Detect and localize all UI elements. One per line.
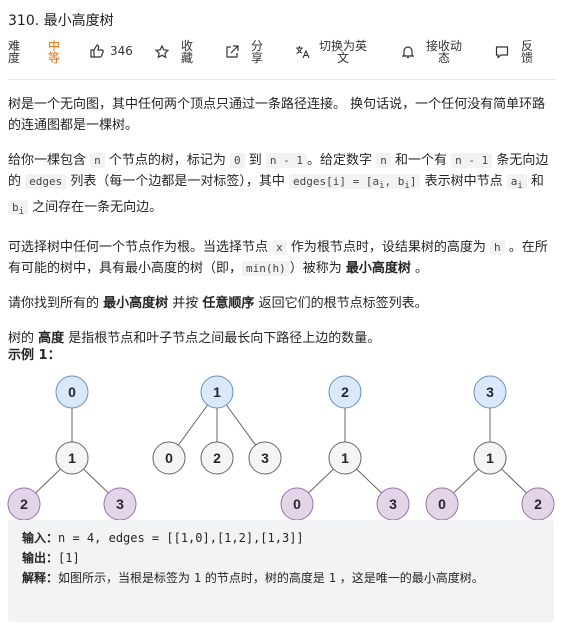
feedback-button[interactable]: 反馈: [495, 40, 533, 64]
svg-text:2: 2: [341, 384, 349, 400]
svg-text:1: 1: [486, 450, 494, 466]
tree3-root-node: 2: [328, 375, 362, 409]
like-button[interactable]: 346: [90, 44, 133, 58]
svg-text:3: 3: [261, 450, 269, 466]
tree2-leaf-node: 3: [248, 441, 282, 475]
switch-language-button[interactable]: 切换为英文: [295, 40, 367, 64]
svg-text:1: 1: [68, 450, 76, 466]
thumbs-up-icon: [90, 44, 104, 58]
description-p1: 树是一个无向图，其中任何两个顶点只通过一条路径连接。 换句话说，一个任何没有简单…: [8, 97, 546, 133]
svg-text:1: 1: [213, 384, 221, 400]
svg-text:0: 0: [293, 496, 301, 512]
svg-text:0: 0: [438, 496, 446, 512]
example-code-block: 输入：n = 4, edges = [[1,0],[1,2],[1,3]] 输出…: [8, 520, 554, 622]
svg-text:1: 1: [341, 450, 349, 466]
tree2-leaf-node: 0: [152, 441, 186, 475]
svg-text:0: 0: [68, 384, 76, 400]
problem-description: 树是一个无向图，其中任何两个顶点只通过一条路径连接。 换句话说，一个任何没有简单…: [8, 94, 558, 363]
example-tree-diagrams: 0 1 2 3 1 0 2 3 2 1 0 3 3 1 0 2: [7, 375, 555, 521]
tree3-leaf-node: 0: [280, 487, 314, 521]
example-output-line: 输出：[1]: [22, 551, 80, 565]
example-input-line: 输入：n = 4, edges = [[1,0],[1,2],[1,3]]: [22, 531, 304, 545]
feedback-label: 反馈: [521, 39, 534, 65]
tree4-leaf-node: 0: [425, 487, 459, 521]
svg-text:2: 2: [534, 496, 542, 512]
share-button[interactable]: 分享: [225, 40, 263, 64]
svg-text:0: 0: [165, 450, 173, 466]
tree3-mid-node: 1: [328, 441, 362, 475]
feedback-icon: [495, 45, 509, 59]
notifications-label: 接收动态: [426, 39, 463, 65]
favorite-label: 收藏: [181, 39, 194, 65]
svg-text:2: 2: [20, 496, 28, 512]
tree4-mid-node: 1: [473, 441, 507, 475]
tree4-root-node: 3: [473, 375, 507, 409]
svg-text:3: 3: [389, 496, 397, 512]
switch-language-label: 切换为英文: [319, 39, 368, 65]
problem-toolbar: 难度 中等 346 收藏 分享 切换为英文: [0, 36, 568, 70]
description-p2: 给你一棵包含 n 个节点的树，标记为 0 到 n - 1。给定数字 n 和一个有…: [8, 153, 549, 218]
tree1-leaf-node: 3: [103, 487, 137, 521]
tree1-root-node: 0: [55, 375, 89, 409]
example-title: 示例 1：: [8, 348, 61, 363]
example-explanation: 解释：如图所示，当根是标签为 1 的节点时，树的高度是 1 ，这是唯一的最小高度…: [22, 571, 484, 585]
description-p3: 可选择树中任何一个节点作为根。当选择节点 x 作为根节点时，设结果树的高度为 h…: [8, 240, 548, 277]
svg-text:2: 2: [213, 450, 221, 466]
like-count: 346: [110, 44, 133, 58]
tree1-mid-node: 1: [55, 441, 89, 475]
tree2-root-node: 1: [200, 375, 234, 409]
problem-title: 310. 最小高度树: [8, 13, 114, 29]
difficulty-value: 中等: [48, 39, 61, 65]
svg-text:3: 3: [486, 384, 494, 400]
description-p5: 树的 高度 是指根节点和叶子节点之间最长向下路径上边的数量。: [8, 331, 381, 347]
divider: [8, 79, 556, 80]
translate-icon: [295, 45, 311, 59]
favorite-button[interactable]: 收藏: [155, 40, 193, 64]
star-icon: [155, 45, 169, 59]
svg-text:3: 3: [116, 496, 124, 512]
notifications-button[interactable]: 接收动态: [402, 40, 462, 64]
description-p4: 请你找到所有的 最小高度树 并按 任意顺序 返回它们的根节点标签列表。: [8, 296, 428, 312]
tree3-leaf-node: 3: [376, 487, 410, 521]
tree1-leaf-node: 2: [7, 487, 41, 521]
tree2-leaf-node: 2: [200, 441, 234, 475]
bell-icon: [402, 45, 414, 59]
difficulty: 难度 中等: [8, 40, 60, 64]
tree4-leaf-node: 2: [521, 487, 555, 521]
share-icon: [225, 45, 239, 59]
share-label: 分享: [251, 39, 264, 65]
difficulty-label: 难度: [8, 39, 21, 65]
